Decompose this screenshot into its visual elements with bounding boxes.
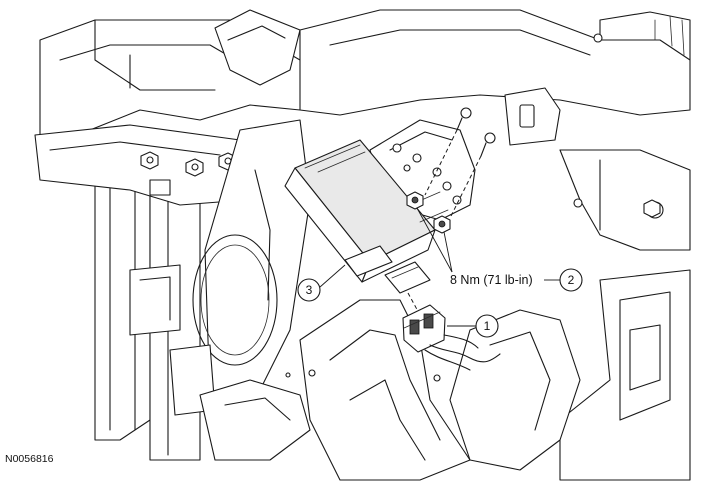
oval-opening xyxy=(192,234,278,366)
bracket-nut xyxy=(185,158,204,177)
retaining-nut xyxy=(433,215,451,234)
figure-id: N0056816 xyxy=(5,453,54,465)
torque-spec: 8 Nm (71 lb-in) xyxy=(450,273,533,287)
stud xyxy=(456,107,472,131)
svg-text:1: 1 xyxy=(484,319,491,333)
dash-structure xyxy=(34,9,691,481)
svg-text:3: 3 xyxy=(306,283,313,297)
callout-1: 1 xyxy=(447,314,499,338)
callout-2: 8 Nm (71 lb-in) 2 xyxy=(416,207,583,292)
callout-3: 3 xyxy=(297,264,346,302)
svg-text:2: 2 xyxy=(568,273,575,287)
bracket-nut xyxy=(140,151,159,170)
retaining-nut xyxy=(406,191,424,210)
electrical-connector xyxy=(402,292,501,371)
stud xyxy=(480,132,496,157)
